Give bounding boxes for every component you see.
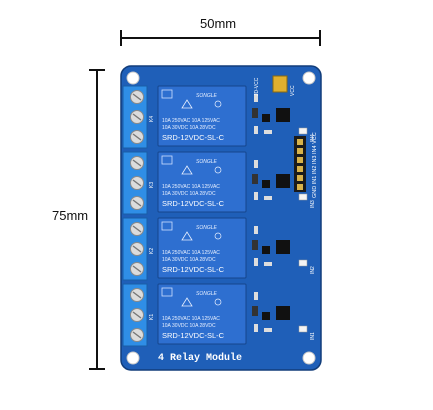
relay-model: SRD-12VDC-SL-C (162, 331, 225, 340)
terminal-label: K4 (149, 116, 155, 122)
height-dimension-line (89, 69, 105, 370)
resistor (254, 94, 258, 102)
cqc-logo-icon (161, 155, 173, 165)
screw-terminal-block[interactable]: K2 (122, 217, 155, 281)
warning-triangle-icon (181, 231, 193, 241)
resistor (264, 196, 272, 200)
resistor (264, 130, 272, 134)
screw-terminal-block[interactable]: K3 (122, 151, 155, 215)
diode (252, 240, 258, 250)
jumper-label-jdvcc: JD-VCC (254, 77, 260, 96)
optocoupler-chip (276, 240, 290, 254)
status-led (298, 193, 308, 201)
transistor (262, 312, 270, 320)
ul-mark-icon (214, 100, 222, 108)
channel-circuit: IN4 (252, 94, 316, 142)
optocoupler-chip (276, 306, 290, 320)
height-dimension-label: 75mm (52, 208, 89, 223)
resistor (254, 126, 258, 134)
transistor (262, 246, 270, 254)
mounting-hole (302, 71, 316, 85)
warning-triangle-icon (181, 165, 193, 175)
status-led (298, 325, 308, 333)
resistor (264, 328, 272, 332)
cqc-logo-icon (161, 287, 173, 297)
resistor (254, 160, 258, 168)
resistor (254, 192, 258, 200)
screw-terminal-block[interactable]: K4 (122, 85, 155, 149)
relay-brand: SONGLE (196, 159, 218, 165)
mounting-hole (302, 351, 316, 365)
mounting-hole (126, 351, 140, 365)
relay-rating-line1: 10A 250VAC 10A 125VAC (162, 316, 220, 322)
ul-mark-icon (214, 232, 222, 240)
pin-header[interactable] (294, 136, 306, 192)
relay-brand: SONGLE (196, 93, 218, 99)
relay-rating-line1: 10A 250VAC 10A 125VAC (162, 118, 220, 124)
ul-mark-icon (214, 166, 222, 174)
channel-label: IN3 (310, 200, 316, 208)
cqc-logo-icon (161, 89, 173, 99)
pin-header-label: GND IN1 IN2 IN3 IN4 VCC (312, 132, 318, 198)
relay-rating-line1: 10A 250VAC 10A 125VAC (162, 184, 220, 190)
relay-brand: SONGLE (196, 291, 218, 297)
cqc-logo-icon (161, 221, 173, 231)
diode (252, 108, 258, 118)
mounting-hole (126, 71, 140, 85)
resistor (264, 262, 272, 266)
board-title: 4 Relay Module (158, 352, 242, 364)
relay-model: SRD-12VDC-SL-C (162, 265, 225, 274)
resistor (254, 226, 258, 234)
channel-circuit: IN3 (252, 160, 316, 208)
channel-label: IN1 (310, 332, 316, 340)
transistor (262, 180, 270, 188)
relay-model: SRD-12VDC-SL-C (162, 199, 225, 208)
status-led (298, 259, 308, 267)
channel-label: IN4 (310, 134, 316, 142)
channel-circuit: IN1 (252, 292, 316, 340)
width-dimension-line (120, 30, 321, 46)
relay-rating-line2: 10A 30VDC 10A 28VDC (162, 257, 216, 263)
width-dimension-label: 50mm (200, 16, 237, 31)
relay-rating-line2: 10A 30VDC 10A 28VDC (162, 125, 216, 131)
relay-model: SRD-12VDC-SL-C (162, 133, 225, 142)
ul-mark-icon (214, 298, 222, 306)
relay-rating-line2: 10A 30VDC 10A 28VDC (162, 323, 216, 329)
screw-terminal-block[interactable]: K1 (122, 283, 155, 347)
resistor (254, 324, 258, 332)
jumper-label-vcc: VCC (290, 85, 296, 96)
optocoupler-chip (276, 108, 290, 122)
terminal-label: K1 (149, 314, 155, 320)
transistor (262, 114, 270, 122)
terminal-label: K3 (149, 182, 155, 188)
relay-rating-line2: 10A 30VDC 10A 28VDC (162, 191, 216, 197)
optocoupler-chip (276, 174, 290, 188)
terminal-label: K2 (149, 248, 155, 254)
channel-circuit: IN2 (252, 226, 316, 274)
jumper-cap[interactable] (272, 75, 288, 93)
resistor (254, 258, 258, 266)
warning-triangle-icon (181, 297, 193, 307)
relay-rating-line1: 10A 250VAC 10A 125VAC (162, 250, 220, 256)
diode (252, 174, 258, 184)
diode (252, 306, 258, 316)
channel-label: IN2 (310, 266, 316, 274)
status-led (298, 127, 308, 135)
warning-triangle-icon (181, 99, 193, 109)
resistor (254, 292, 258, 300)
relay-brand: SONGLE (196, 225, 218, 231)
